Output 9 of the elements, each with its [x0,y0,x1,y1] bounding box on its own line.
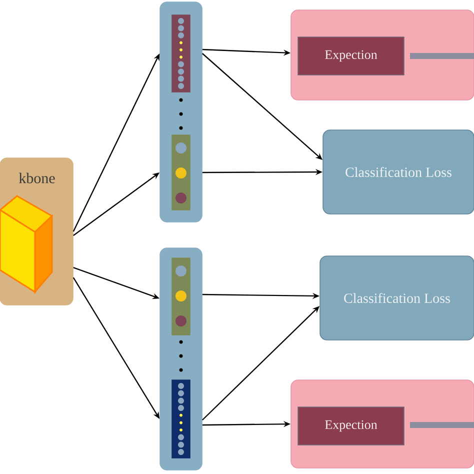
feature-strip [172,134,190,210]
feature-strip [172,380,190,458]
loss-box: Classification Loss [320,256,474,340]
expectation-box: Expection [298,406,404,446]
loss-box: Classification Loss [322,130,474,214]
text-label: kbone [18,172,55,184]
expectation-box: Expection [298,36,404,76]
feature-strip [172,258,190,336]
feature-strip [172,14,190,92]
